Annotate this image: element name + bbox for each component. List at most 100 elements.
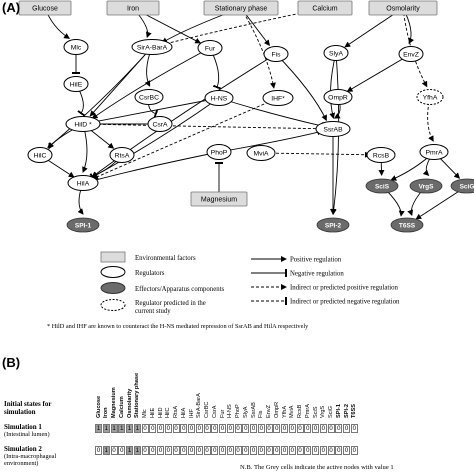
column-header-spi-1: SPI-1 bbox=[335, 404, 342, 418]
legend-ind-pos-label: Indirect or predicted positive regulatio… bbox=[290, 285, 399, 292]
svg-text:HilA: HilA bbox=[77, 180, 90, 187]
svg-text:RcsB: RcsB bbox=[373, 152, 390, 159]
node-slya: SlyA bbox=[323, 45, 349, 61]
node-scis: SciS bbox=[365, 178, 399, 194]
table-cell: 0 bbox=[281, 446, 288, 455]
table-cell: 0 bbox=[149, 446, 157, 455]
svg-text:Osmolarity: Osmolarity bbox=[386, 6, 420, 13]
table-cell: 0 bbox=[343, 446, 350, 455]
column-header-calcium: Calcium bbox=[118, 396, 125, 418]
table-cell: 0 bbox=[234, 446, 242, 455]
row-subtitle-1-1: (Intestinal lumen) bbox=[4, 431, 50, 438]
node-sira-bara: SirA-BarA bbox=[131, 39, 173, 55]
svg-text:IHF*: IHF* bbox=[271, 95, 285, 102]
table-cell: 0 bbox=[203, 446, 211, 455]
node-phop: PhoP bbox=[206, 144, 232, 160]
node-csrbc: CsrBC bbox=[134, 89, 164, 105]
table-cell: 1 bbox=[110, 424, 118, 433]
table-cell: 0 bbox=[141, 424, 149, 433]
svg-text:YfhA: YfhA bbox=[423, 94, 438, 101]
table-cell: 0 bbox=[335, 446, 343, 455]
svg-text:Stationary phase: Stationary phase bbox=[215, 6, 268, 13]
svg-text:Glucose: Glucose bbox=[32, 6, 58, 13]
svg-text:Iron: Iron bbox=[127, 6, 139, 13]
node-spi-1: SPI-1 bbox=[66, 217, 100, 233]
table-cell: 1 bbox=[126, 446, 133, 455]
edge-yfha-to-pmra bbox=[427, 96, 434, 142]
table-cell: 1 bbox=[118, 424, 126, 433]
table-cell: 0 bbox=[110, 446, 118, 455]
column-header-phop: PhoP bbox=[235, 404, 241, 418]
svg-text:PmrA: PmrA bbox=[426, 149, 443, 156]
legend-predicted-label-2: current study bbox=[135, 308, 171, 315]
table-cell: 0 bbox=[118, 446, 126, 455]
table-cell: 0 bbox=[157, 446, 164, 455]
table-cell: 0 bbox=[250, 446, 257, 455]
table-cell: 0 bbox=[226, 446, 234, 455]
table-cell: 0 bbox=[188, 424, 195, 433]
column-header-hile: HilE bbox=[149, 407, 156, 418]
column-header-csra: CsrA bbox=[211, 405, 218, 418]
legend-env-label: Environmental factors bbox=[135, 255, 196, 262]
edge-fur-to-hild bbox=[91, 47, 211, 119]
svg-text:HilC: HilC bbox=[34, 152, 47, 159]
legend-pos-label: Positive regulation bbox=[290, 257, 342, 264]
svg-text:H-NS: H-NS bbox=[211, 95, 228, 102]
table-cell: 1 bbox=[126, 424, 133, 433]
legend-predicted-label-1: Regulator predicted in the bbox=[135, 300, 206, 307]
column-header-iron: Iron bbox=[103, 407, 110, 418]
svg-text:Fur: Fur bbox=[205, 45, 216, 52]
column-header-pmra: PmrA bbox=[304, 404, 311, 418]
legend-ind-neg-label: Indirect or predicted negative regulatio… bbox=[290, 299, 400, 306]
table-cell: 0 bbox=[203, 424, 211, 433]
column-header-ompr: OmpR bbox=[273, 401, 280, 418]
row-title-2: Simulation 2 bbox=[4, 445, 42, 453]
column-header-hild: HilD bbox=[157, 407, 164, 418]
column-header-csrbc: CsrBC bbox=[204, 401, 210, 418]
node-ihf: IHF* bbox=[262, 90, 294, 106]
node-rtsa: RtsA bbox=[109, 147, 135, 163]
column-header-scig: SciG bbox=[328, 405, 334, 418]
svg-text:CsrA: CsrA bbox=[152, 121, 168, 128]
node-stationary-phase: Stationary phase bbox=[203, 0, 279, 16]
table-cell: 0 bbox=[327, 424, 335, 433]
svg-text:CsrBC: CsrBC bbox=[139, 94, 159, 101]
svg-text:EnvZ: EnvZ bbox=[403, 51, 419, 58]
edge-ihf-to-hila bbox=[92, 97, 279, 180]
edge-fis-to-ssrab bbox=[275, 53, 327, 122]
edge-fis-to-hila bbox=[91, 53, 277, 178]
svg-text:SsrAB: SsrAB bbox=[323, 126, 343, 133]
table-cell: 0 bbox=[350, 446, 358, 455]
legend: Environmental factorsRegulatorsEffectors… bbox=[47, 251, 400, 330]
node-fis: Fis bbox=[263, 46, 289, 62]
table-cell: 0 bbox=[180, 424, 188, 433]
table-cell: 0 bbox=[296, 446, 304, 455]
edge-phop-to-ssrab bbox=[218, 129, 324, 153]
table-title-line2: simulation bbox=[4, 408, 36, 416]
edge-sira-bara-to-hilc bbox=[47, 46, 153, 149]
table-cell: 0 bbox=[219, 446, 226, 455]
node-scig: SciG bbox=[450, 178, 474, 194]
table-cell: 0 bbox=[242, 446, 250, 455]
column-header-mlc: Mlc bbox=[142, 409, 148, 418]
node-magnesium: Magnesium bbox=[190, 191, 248, 207]
table-cell: 0 bbox=[273, 446, 281, 455]
column-header-hila: HilA bbox=[180, 407, 187, 418]
table-cell: 0 bbox=[141, 446, 149, 455]
node-envz: EnvZ bbox=[398, 46, 424, 62]
edge-stationary-phase-to-ihf bbox=[240, 7, 276, 89]
row-subtitle-2-1: (Intra-macrophageal bbox=[4, 453, 57, 460]
svg-text:SlyA: SlyA bbox=[329, 50, 343, 57]
table-cell: 0 bbox=[296, 424, 304, 433]
node-spi-2: SPI-2 bbox=[316, 217, 350, 233]
table-cell: 0 bbox=[95, 446, 102, 455]
svg-text:T6SS: T6SS bbox=[399, 222, 416, 229]
node-ompr: OmpR bbox=[323, 89, 353, 105]
column-header-fur: Fur bbox=[219, 409, 226, 418]
table-cell: 0 bbox=[319, 424, 327, 433]
table-title-line1: Initial states for bbox=[4, 400, 52, 408]
column-header-spi-2: SPI-2 bbox=[343, 404, 350, 418]
svg-text:PhoP: PhoP bbox=[211, 149, 228, 156]
node-pmra: PmrA bbox=[419, 144, 449, 160]
node-hilc: HilC bbox=[27, 147, 53, 163]
